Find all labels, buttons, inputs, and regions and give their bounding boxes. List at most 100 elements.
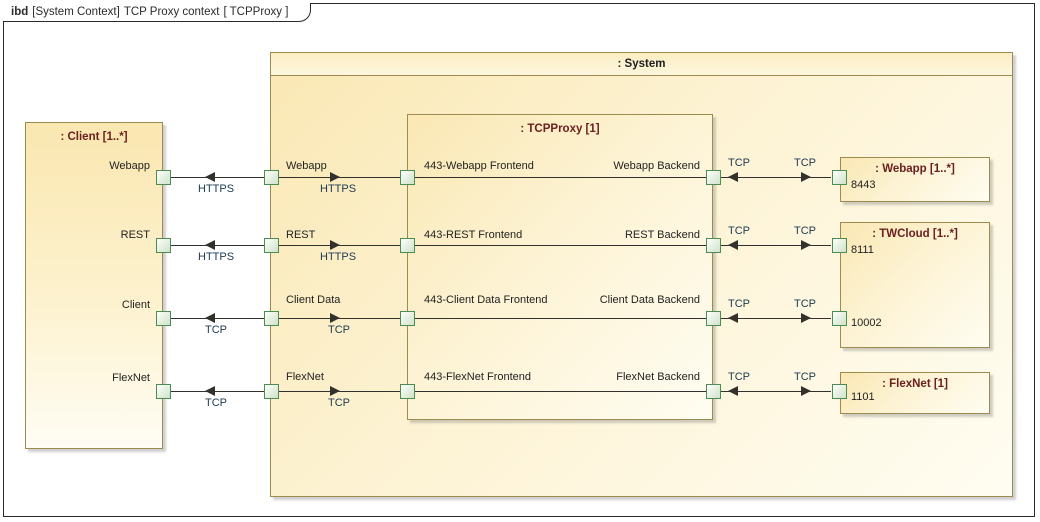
arrow-right-rest-target bbox=[801, 240, 811, 250]
port-flexnet-1101[interactable] bbox=[832, 384, 847, 399]
connector-label-client-webapp: HTTPS bbox=[198, 183, 235, 195]
port-client-flexnet[interactable] bbox=[156, 384, 171, 399]
connector-label-proxy-out-client-data: TCP bbox=[728, 298, 750, 310]
port-label-twcloud-8111: 8111 bbox=[851, 244, 874, 256]
arrow-left-rest-client bbox=[205, 240, 215, 250]
arrow-right-client-data-target bbox=[801, 313, 811, 323]
port-proxy-backend-flexnet[interactable] bbox=[706, 384, 721, 399]
block-twcloud[interactable]: : TWCloud [1..*] 8111 10002 bbox=[840, 222, 990, 348]
port-client-client[interactable] bbox=[156, 311, 171, 326]
port-label-system-webapp: Webapp bbox=[286, 160, 327, 172]
port-twcloud-10002[interactable] bbox=[832, 311, 847, 326]
arrow-right-rest-proxy bbox=[330, 240, 340, 250]
block-twcloud-title: : TWCloud [1..*] bbox=[872, 228, 958, 240]
connector-proxy-internal-webapp bbox=[415, 177, 706, 178]
port-label-client-client: Client bbox=[121, 299, 150, 311]
arrow-right-client-data-proxy bbox=[330, 313, 340, 323]
port-label-client-webapp: Webapp bbox=[109, 160, 150, 172]
port-label-proxy-backend-client-data: Client Data Backend bbox=[599, 294, 700, 306]
connector-label-system-out-webapp: TCP bbox=[794, 157, 816, 169]
port-label-system-rest: REST bbox=[286, 229, 316, 241]
connector-label-system-out-client-data: TCP bbox=[794, 298, 816, 310]
port-label-proxy-frontend-flexnet: 443-FlexNet Frontend bbox=[424, 371, 531, 383]
connector-label-proxy-out-webapp: TCP bbox=[728, 157, 750, 169]
port-label-proxy-backend-rest: REST Backend bbox=[624, 229, 700, 241]
port-label-system-flexnet: FlexNet bbox=[286, 371, 324, 383]
port-label-flexnet-1101: 1101 bbox=[851, 391, 875, 403]
connector-label-client-flexnet: TCP bbox=[205, 397, 227, 409]
connector-proxy-to-system-out-webapp[interactable] bbox=[721, 177, 831, 178]
connector-system-to-proxy-webapp[interactable] bbox=[279, 177, 401, 178]
connector-system-to-proxy-rest[interactable] bbox=[279, 245, 401, 246]
port-client-webapp[interactable] bbox=[156, 170, 171, 185]
connector-label-client-client-data: TCP bbox=[205, 324, 227, 336]
connector-label-proxy-out-flexnet: TCP bbox=[728, 371, 750, 383]
arrow-left-webapp-backend bbox=[728, 172, 738, 182]
block-flexnet[interactable]: : FlexNet [1] 1101 bbox=[840, 372, 990, 414]
connector-system-to-proxy-flexnet[interactable] bbox=[279, 391, 401, 392]
arrow-left-webapp-client bbox=[205, 172, 215, 182]
arrow-right-flexnet-proxy bbox=[330, 386, 340, 396]
connector-label-proxy-out-rest: TCP bbox=[728, 225, 750, 237]
arrow-right-webapp-proxy bbox=[330, 172, 340, 182]
port-label-twcloud-10002: 10002 bbox=[851, 317, 882, 329]
port-proxy-frontend-rest[interactable] bbox=[400, 238, 415, 253]
connector-proxy-to-system-out-client-data[interactable] bbox=[721, 318, 831, 319]
arrow-right-webapp-target bbox=[801, 172, 811, 182]
port-proxy-backend-client-data[interactable] bbox=[706, 311, 721, 326]
connector-proxy-internal-client-data bbox=[415, 318, 706, 319]
port-proxy-frontend-flexnet[interactable] bbox=[400, 384, 415, 399]
frame-block-name: [ TCPProxy ] bbox=[223, 6, 289, 18]
connector-label-system-webapp: HTTPS bbox=[320, 183, 357, 195]
arrow-left-flexnet-client bbox=[205, 386, 215, 396]
connector-client-to-system-rest[interactable] bbox=[171, 245, 277, 246]
connector-proxy-internal-flexnet bbox=[415, 391, 706, 392]
port-label-client-rest: REST bbox=[120, 229, 150, 241]
arrow-left-rest-backend bbox=[728, 240, 738, 250]
port-label-webapp-8443: 8443 bbox=[851, 179, 876, 191]
port-system-webapp[interactable] bbox=[264, 170, 279, 185]
port-label-proxy-frontend-client-data: 443-Client Data Frontend bbox=[424, 294, 548, 306]
port-label-proxy-backend-webapp: Webapp Backend bbox=[613, 160, 700, 172]
block-system-title: : System bbox=[271, 53, 1012, 76]
connector-label-system-flexnet: TCP bbox=[328, 397, 350, 409]
connector-label-system-rest: HTTPS bbox=[320, 251, 357, 263]
connector-client-to-system-webapp[interactable] bbox=[171, 177, 277, 178]
port-label-proxy-frontend-webapp: 443-Webapp Frontend bbox=[424, 160, 534, 172]
port-label-system-client-data: Client Data bbox=[286, 294, 341, 306]
connector-label-client-rest: HTTPS bbox=[198, 251, 235, 263]
port-proxy-frontend-client-data[interactable] bbox=[400, 311, 415, 326]
connector-proxy-to-system-out-flexnet[interactable] bbox=[721, 391, 831, 392]
port-system-rest[interactable] bbox=[264, 238, 279, 253]
frame-context: [System Context] bbox=[32, 6, 120, 18]
block-webapp-title: : Webapp [1..*] bbox=[875, 163, 955, 175]
connector-proxy-to-system-out-rest[interactable] bbox=[721, 245, 831, 246]
arrow-left-client-data-client bbox=[205, 313, 215, 323]
port-label-proxy-backend-flexnet: FlexNet Backend bbox=[616, 371, 700, 383]
connector-proxy-internal-rest bbox=[415, 245, 706, 246]
port-system-client-data[interactable] bbox=[264, 311, 279, 326]
connector-client-to-system-client-data[interactable] bbox=[171, 318, 277, 319]
connector-system-to-proxy-client-data[interactable] bbox=[279, 318, 401, 319]
frame-keyword: ibd bbox=[11, 6, 29, 18]
arrow-left-flexnet-backend bbox=[728, 386, 738, 396]
port-proxy-backend-webapp[interactable] bbox=[706, 170, 721, 185]
block-tcpproxy[interactable]: : TCPProxy [1] bbox=[407, 114, 713, 420]
port-proxy-frontend-webapp[interactable] bbox=[400, 170, 415, 185]
block-tcpproxy-title: : TCPProxy [1] bbox=[520, 123, 600, 135]
connector-client-to-system-flexnet[interactable] bbox=[171, 391, 277, 392]
connector-label-system-out-rest: TCP bbox=[794, 225, 816, 237]
block-flexnet-title: : FlexNet [1] bbox=[882, 378, 948, 390]
port-client-rest[interactable] bbox=[156, 238, 171, 253]
port-system-flexnet[interactable] bbox=[264, 384, 279, 399]
port-twcloud-8111[interactable] bbox=[832, 238, 847, 253]
port-proxy-backend-rest[interactable] bbox=[706, 238, 721, 253]
port-label-proxy-frontend-rest: 443-REST Frontend bbox=[424, 229, 523, 241]
block-client[interactable]: : Client [1..*] bbox=[25, 122, 163, 449]
frame-diagram-name: TCP Proxy context bbox=[123, 6, 220, 18]
arrow-left-client-data-backend bbox=[728, 313, 738, 323]
connector-label-system-out-flexnet: TCP bbox=[794, 371, 816, 383]
block-webapp[interactable]: : Webapp [1..*] 8443 bbox=[840, 157, 990, 202]
port-webapp-8443[interactable] bbox=[832, 170, 847, 185]
